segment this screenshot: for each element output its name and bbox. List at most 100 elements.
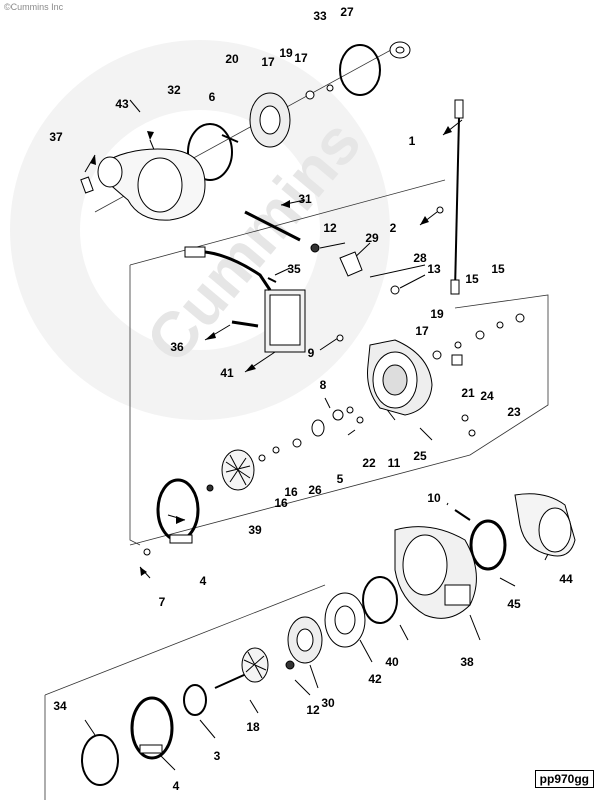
part-39-compressor-wheel xyxy=(221,449,255,491)
part-42-heat-shield xyxy=(324,592,366,648)
callout-26: 26 xyxy=(308,483,322,497)
part-26-ring xyxy=(292,438,302,448)
callout-17: 17 xyxy=(294,51,308,65)
part-41-actuator xyxy=(184,246,306,353)
callout-15: 15 xyxy=(491,262,505,276)
callout-17: 17 xyxy=(415,324,429,338)
part-27-washer xyxy=(389,41,411,59)
part-17-ring-c xyxy=(432,350,442,360)
callout-2: 2 xyxy=(390,221,397,235)
callout-35: 35 xyxy=(287,262,301,276)
callout-9: 9 xyxy=(308,346,315,360)
part-15-ring-a xyxy=(515,313,525,323)
callout-7: 7 xyxy=(159,595,166,609)
part-20-backplate xyxy=(249,92,291,148)
callout-4: 4 xyxy=(200,574,207,588)
part-17-ring xyxy=(326,84,334,92)
callout-4: 4 xyxy=(173,779,180,793)
part-7-bolt xyxy=(143,548,151,556)
callout-36: 36 xyxy=(170,340,184,354)
callout-16: 16 xyxy=(274,496,288,510)
callout-32: 32 xyxy=(167,83,181,97)
callout-3: 3 xyxy=(214,749,221,763)
part-18-turbine-wheel-shaft xyxy=(214,647,269,689)
callout-5: 5 xyxy=(337,472,344,486)
callout-18: 18 xyxy=(246,720,260,734)
part-2-bolt xyxy=(436,206,444,214)
callout-6: 6 xyxy=(209,90,216,104)
callout-40: 40 xyxy=(385,655,399,669)
part-32-oring xyxy=(187,123,233,181)
leader-arrowheads xyxy=(90,126,452,576)
callout-13: 13 xyxy=(427,262,441,276)
part-9-screw xyxy=(336,334,344,342)
part-24-ring xyxy=(461,414,469,422)
callout-43: 43 xyxy=(115,97,129,111)
part-16-ring-b xyxy=(258,454,266,462)
callout-45: 45 xyxy=(507,597,521,611)
part-36-pin xyxy=(231,320,259,328)
callout-19: 19 xyxy=(430,307,444,321)
callout-41: 41 xyxy=(220,366,234,380)
drawing-code: pp970gg xyxy=(534,770,594,788)
part-29-bracket xyxy=(339,251,363,277)
part-13-nut xyxy=(390,285,400,295)
turbine-assembly xyxy=(81,493,576,786)
callout-12: 12 xyxy=(306,703,320,717)
part-14-nut xyxy=(206,484,214,492)
part-22-ring xyxy=(346,406,354,414)
part-40-oring xyxy=(362,576,398,624)
part-25-bearing-housing xyxy=(367,339,433,416)
part-19-ring xyxy=(305,90,315,100)
part-44-elbow xyxy=(514,493,576,557)
callout-38: 38 xyxy=(460,655,474,669)
part-11-ring xyxy=(356,416,364,424)
part-19-ring-b xyxy=(475,330,485,340)
part-4-vband-clamp-lower xyxy=(130,696,174,760)
callout-10: 10 xyxy=(427,491,441,505)
callout-31: 31 xyxy=(298,192,312,206)
callout-12: 12 xyxy=(323,221,337,235)
part-45-clamp xyxy=(469,519,507,571)
callout-16: 16 xyxy=(284,485,298,499)
part-12-nut-b xyxy=(285,660,295,670)
callout-29: 29 xyxy=(365,231,379,245)
callout-30: 30 xyxy=(321,696,335,710)
callout-42: 42 xyxy=(368,672,382,686)
callout-17: 17 xyxy=(261,55,275,69)
callout-37: 37 xyxy=(49,130,63,144)
part-34-oring xyxy=(81,734,119,786)
part-15-ring-b xyxy=(496,321,504,329)
callout-19: 19 xyxy=(279,46,293,60)
callout-44: 44 xyxy=(559,572,573,586)
part-12-nut xyxy=(310,243,320,253)
callout-24: 24 xyxy=(480,389,494,403)
part-5-collar xyxy=(311,419,325,437)
callout-33: 33 xyxy=(313,9,327,23)
callout-21: 21 xyxy=(461,386,475,400)
callout-1: 1 xyxy=(409,134,416,148)
part-10-bolt xyxy=(454,509,471,521)
callout-27: 27 xyxy=(340,5,354,19)
callout-22: 22 xyxy=(362,456,376,470)
part-21-sleeve xyxy=(451,354,463,366)
callout-34: 34 xyxy=(53,699,67,713)
copyright-text: ©Cummins Inc xyxy=(4,2,64,12)
callout-15: 15 xyxy=(465,272,479,286)
part-1-sensor xyxy=(450,99,464,295)
part-35-screw xyxy=(267,277,277,283)
part-31-rod xyxy=(244,210,301,242)
part-38-turbine-housing xyxy=(394,526,477,619)
callout-8: 8 xyxy=(320,378,327,392)
compressor-assembly xyxy=(80,41,525,556)
callout-23: 23 xyxy=(507,405,521,419)
part-43-compressor-housing xyxy=(97,148,206,221)
callout-20: 20 xyxy=(225,52,239,66)
part-4-vband-clamp-upper xyxy=(156,478,200,544)
part-37-plate xyxy=(80,176,94,194)
callout-25: 25 xyxy=(413,449,427,463)
part-8-thrust xyxy=(332,409,344,421)
callout-28: 28 xyxy=(413,251,427,265)
part-17-ring-b xyxy=(454,341,462,349)
